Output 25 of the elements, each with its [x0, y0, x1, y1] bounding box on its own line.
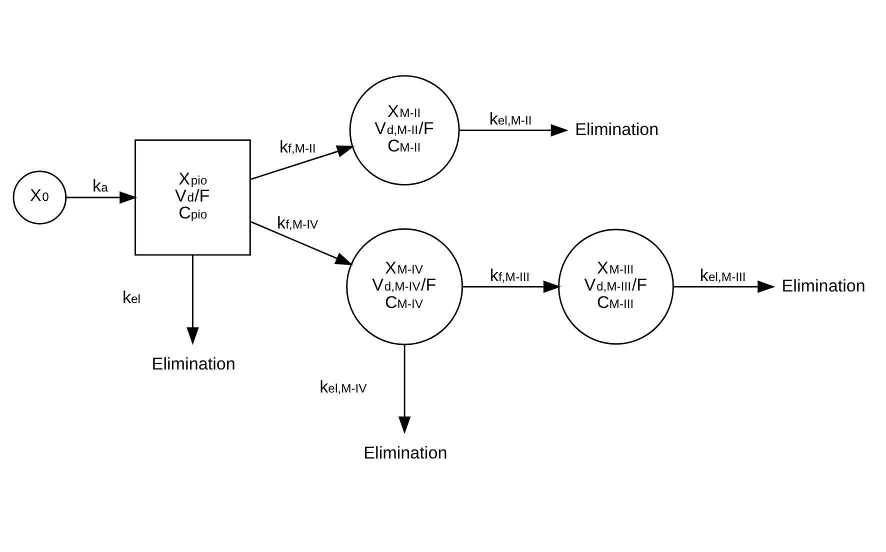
arrow — [459, 124, 568, 136]
edge-label: kf,M-IV — [277, 213, 318, 232]
node-circle: XM-II Vd,M-II/F CM-II — [349, 75, 460, 186]
edge-label: kf,M-II — [279, 138, 316, 157]
arrow — [462, 280, 562, 293]
node-circle: XM-IV Vd,M-IV/F CM-IV — [346, 228, 464, 346]
edge-label: ka — [92, 176, 108, 196]
node-circle: XM-III Vd,M-III/F CM-III — [558, 228, 674, 345]
edge-label: kel,M-IV — [320, 377, 367, 396]
arrow — [250, 220, 353, 266]
edge-label: kel,M-II — [489, 109, 532, 128]
node-box: Xpio Vd/F Cpio — [134, 139, 251, 256]
arrow — [186, 255, 199, 345]
node-text: Elimination — [152, 354, 236, 374]
node-text: Elimination — [575, 120, 659, 139]
arrow — [398, 344, 411, 434]
arrow — [66, 191, 138, 204]
edge-label: kel,M-III — [700, 266, 746, 285]
node-circle: X0 — [12, 170, 67, 224]
edge-label: kf,M-III — [490, 266, 530, 285]
node-text: Elimination — [782, 276, 866, 296]
arrow — [250, 146, 354, 180]
node-text: Elimination — [364, 444, 448, 463]
edge-label: kel — [122, 288, 141, 307]
arrow — [673, 280, 776, 293]
